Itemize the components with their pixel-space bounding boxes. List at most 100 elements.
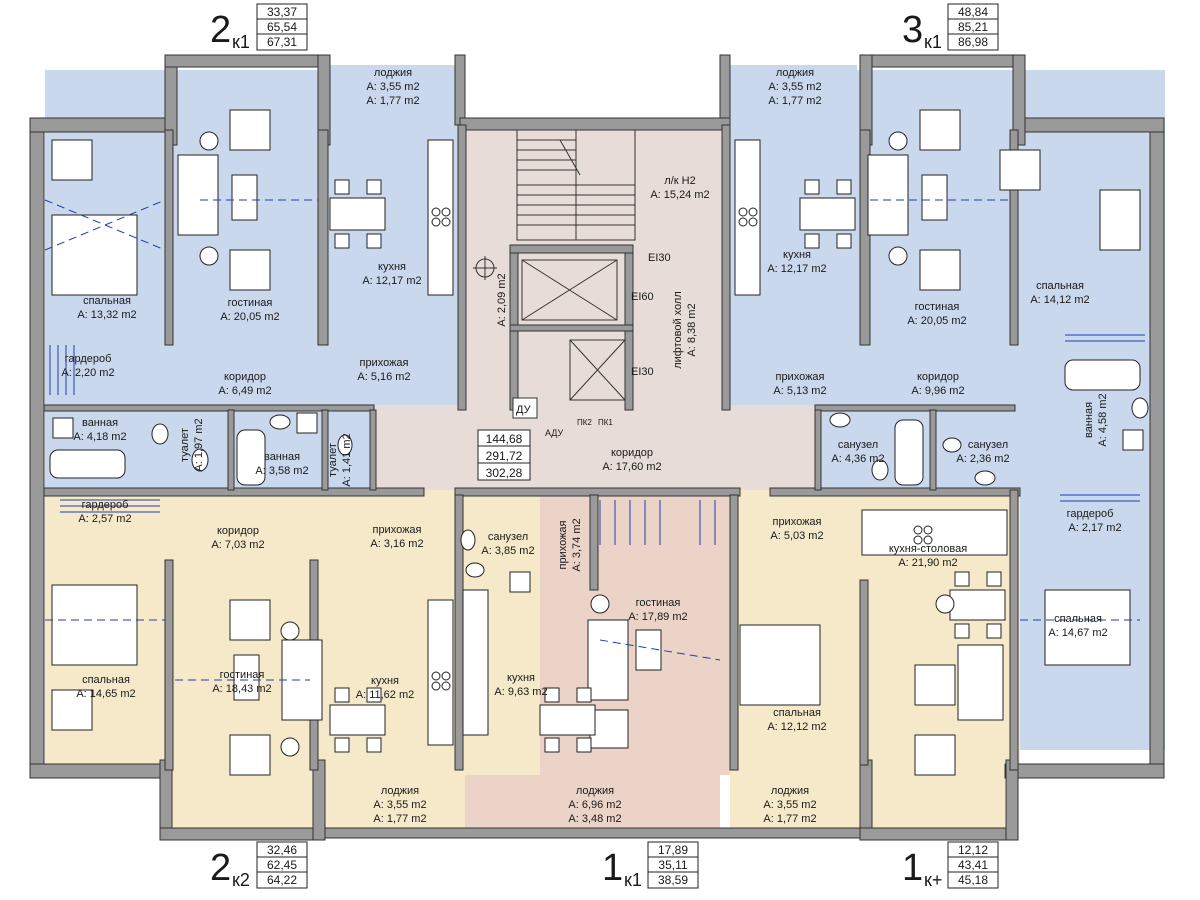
- armchair-icon: [229, 734, 271, 776]
- sink-icon: [269, 414, 291, 430]
- kitchen-counter-icon: [427, 139, 454, 296]
- room-name: прихожая: [557, 520, 569, 569]
- room-name: санузел: [968, 439, 1008, 451]
- room-name: гостиная: [228, 297, 273, 309]
- apartment-rooms: 2: [210, 9, 231, 51]
- room-name: лоджия: [776, 67, 814, 79]
- table-icon: [635, 629, 662, 671]
- apartment-rooms: 1: [602, 847, 623, 889]
- room-name: спальная: [1054, 613, 1102, 625]
- room-name: туалет: [179, 428, 191, 462]
- stairs-icon: [516, 129, 636, 241]
- bathtub-icon: [49, 449, 126, 479]
- room-name: гардероб: [65, 353, 112, 365]
- floor-stat: 144,68: [486, 432, 523, 446]
- armchair-icon: [919, 109, 961, 151]
- zone-loggia-tr: [727, 65, 857, 120]
- table-icon: [921, 174, 948, 221]
- room-area: A: 3,74 m2: [571, 518, 583, 571]
- floor-stat: 302,28: [486, 466, 523, 480]
- room-area: A: 1,77 m2: [763, 813, 816, 825]
- room-name: кухня-столовая: [889, 543, 967, 555]
- room-name: ванная: [1083, 402, 1095, 438]
- zone-loggia-tl: [330, 65, 460, 120]
- room-name: прихожая: [775, 371, 824, 383]
- apartment-tag-2k1: 2 к1 33,37 65,54 67,31: [210, 3, 308, 52]
- room-area: A: 3,58 m2: [255, 465, 308, 477]
- room-area: A: 3,55 m2: [373, 799, 426, 811]
- table-icon: [231, 174, 258, 221]
- room-area: A: 18,43 m2: [212, 683, 271, 695]
- sink-icon: [460, 529, 476, 551]
- room-area: A: 21,90 m2: [898, 557, 957, 569]
- floor-totals: 144,68 291,72 302,28: [477, 429, 531, 481]
- kitchen-counter-icon: [861, 509, 1008, 556]
- elevator-icon: [521, 259, 626, 401]
- armchair-icon: [229, 599, 271, 641]
- room-area: A: 1,97 m2: [193, 418, 205, 471]
- kitchen-counter-icon: [462, 589, 489, 736]
- room-area: A: 4,58 m2: [1097, 393, 1109, 446]
- room-area: A: 3,55 m2: [768, 81, 821, 93]
- apartment-tag-3k1: 3 к1 48,84 85,21 86,98: [902, 3, 999, 52]
- dining-table-icon: [329, 197, 386, 231]
- room-area: A: 4,18 m2: [73, 431, 126, 443]
- sofa-icon: [867, 154, 909, 236]
- room-name: санузел: [488, 531, 528, 543]
- room-name: гардероб: [1067, 508, 1114, 520]
- room-name: гостиная: [220, 669, 265, 681]
- dining-table-icon: [799, 197, 856, 231]
- armchair-icon: [229, 109, 271, 151]
- washer-icon: [296, 412, 318, 434]
- room-name: прихожая: [359, 357, 408, 369]
- room-area: A: 14,12 m2: [1030, 294, 1089, 306]
- bed-icon: [51, 214, 138, 296]
- room-area: A: 12,12 m2: [767, 721, 826, 733]
- armchair-icon: [914, 664, 956, 706]
- apartment-stat: 85,21: [958, 20, 988, 34]
- walls: [29, 54, 1165, 841]
- apartment-stat: 65,54: [267, 20, 297, 34]
- room-name: гостиная: [636, 597, 681, 609]
- apartment-tag-1k1: 1 к1 17,89 35,11 38,59: [602, 841, 699, 890]
- room-name: коридор: [917, 371, 959, 383]
- room-area: A: 3,48 m2: [568, 813, 621, 825]
- room-area: A: 9,96 m2: [911, 385, 964, 397]
- room-name: кухня: [783, 249, 811, 261]
- zone-corridor: [375, 405, 815, 495]
- room-name: спальная: [82, 674, 130, 686]
- toilet-icon: [465, 562, 485, 578]
- room-area: A: 20,05 m2: [220, 311, 279, 323]
- room-name: лоджия: [374, 67, 412, 79]
- sink-icon: [974, 470, 996, 486]
- room-area: A: 2,09 m2: [496, 273, 508, 326]
- apartment-type: к1: [232, 32, 250, 52]
- room-area: A: 6,96 m2: [568, 799, 621, 811]
- room-name: кухня: [378, 261, 406, 273]
- zone-1k1-loggia: [465, 775, 720, 830]
- room-area: A: 13,32 m2: [77, 309, 136, 321]
- room-name: спальная: [83, 295, 131, 307]
- apartment-type: к2: [232, 870, 250, 890]
- room-name: лоджия: [381, 785, 419, 797]
- armchair-icon: [51, 139, 93, 181]
- apartment-stat: 67,31: [267, 35, 297, 49]
- apartment-tag-1kp: 1 к+ 12,12 43,41 45,18: [902, 841, 999, 890]
- room-area: A: 2,20 m2: [61, 367, 114, 379]
- armchair-icon: [914, 734, 956, 776]
- sofa-icon: [957, 644, 1004, 721]
- adu-label: АДУ: [545, 428, 563, 438]
- dining-table-icon: [949, 589, 1006, 621]
- apartment-tag-2k2: 2 к2 32,46 62,45 64,22: [210, 841, 308, 890]
- armchair-icon: [999, 149, 1041, 191]
- kitchen-counter-icon: [734, 139, 761, 296]
- plant-icon: [280, 737, 300, 757]
- plant-icon: [935, 594, 955, 614]
- room-name: лоджия: [576, 785, 614, 797]
- washer-icon: [509, 571, 531, 593]
- room-area: A: 2,17 m2: [1068, 522, 1121, 534]
- room-area: A: 12,17 m2: [767, 263, 826, 275]
- apartment-rooms: 1: [902, 847, 923, 889]
- room-name: л/к Н2: [664, 175, 695, 187]
- room-area: A: 11,62 m2: [356, 689, 415, 701]
